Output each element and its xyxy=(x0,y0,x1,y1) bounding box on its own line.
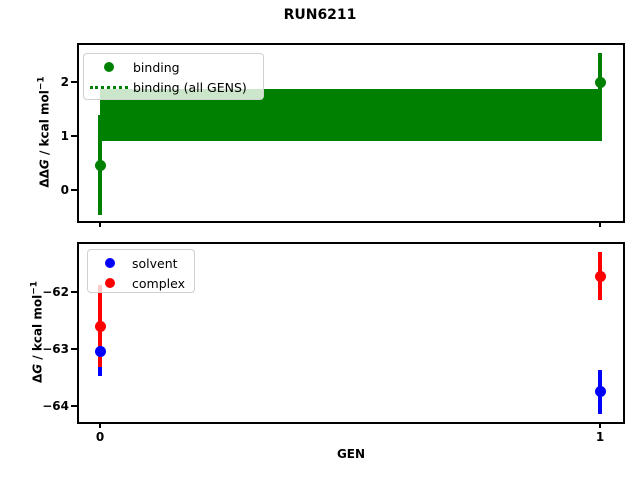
y-tick-label: −64 xyxy=(42,399,69,413)
x-tick-mark xyxy=(599,422,601,428)
top-legend: binding binding (all GENS) xyxy=(83,53,264,100)
legend-row-binding-all-gens: binding (all GENS) xyxy=(84,77,257,97)
y-tick-mark xyxy=(71,291,77,293)
binding-all-gens-dotted-line-icon xyxy=(89,85,128,89)
legend-row-solvent: solvent xyxy=(88,253,188,273)
x-axis-label: GEN xyxy=(336,447,366,461)
y-tick-label: −62 xyxy=(42,285,69,299)
complex-dot-icon xyxy=(105,278,115,288)
y-tick-mark xyxy=(71,348,77,350)
legend-label-binding: binding xyxy=(133,59,180,75)
data-point-complex xyxy=(594,270,606,282)
y-tick-label: 1 xyxy=(60,129,69,143)
y-tick-label: 2 xyxy=(60,75,69,89)
legend-row-complex: complex xyxy=(88,273,188,293)
y-tick-mark xyxy=(71,189,77,191)
data-point-binding xyxy=(94,159,106,171)
bottom-axes-frame xyxy=(77,242,625,424)
x-tick-mark xyxy=(99,221,101,227)
y-tick-label: −63 xyxy=(42,342,69,356)
data-point-solvent xyxy=(594,386,606,398)
x-tick-mark xyxy=(599,221,601,227)
x-tick-mark xyxy=(99,422,101,428)
data-point-binding xyxy=(594,76,606,88)
data-point-complex xyxy=(94,320,106,332)
binding-dot-icon xyxy=(103,62,114,72)
y-tick-mark xyxy=(71,135,77,137)
solvent-dot-icon xyxy=(105,258,115,268)
legend-row-binding: binding xyxy=(84,57,257,77)
bottom-legend: solvent complex xyxy=(87,249,195,293)
y-tick-label: 0 xyxy=(60,183,69,197)
legend-label-binding-all-gens: binding (all GENS) xyxy=(133,79,247,95)
y-tick-mark xyxy=(71,81,77,83)
legend-label-solvent: solvent xyxy=(132,255,178,271)
x-tick-label: 0 xyxy=(95,430,105,444)
y-tick-mark xyxy=(71,405,77,407)
data-point-solvent xyxy=(94,346,106,358)
top-axes-frame xyxy=(77,43,625,223)
legend-label-complex: complex xyxy=(132,275,185,291)
figure-title: RUN6211 xyxy=(283,7,357,23)
x-tick-label: 1 xyxy=(595,430,605,444)
